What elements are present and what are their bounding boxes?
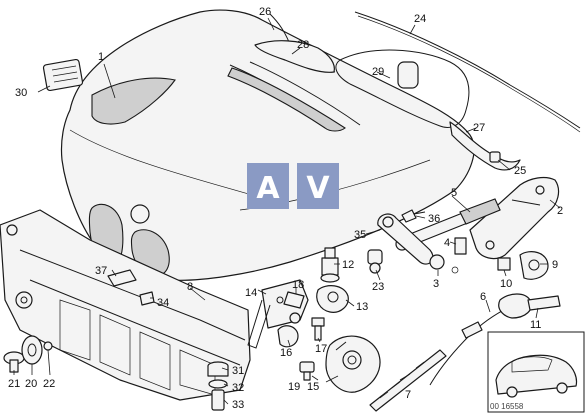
reference-code: 00 16558 <box>490 402 524 411</box>
spacer-10 <box>497 257 511 271</box>
callout-31: 31 <box>232 365 244 377</box>
callout-10: 10 <box>500 278 512 290</box>
cable-sleeve-6 <box>461 321 483 339</box>
cap-3 <box>429 254 445 270</box>
clip-29 <box>397 61 419 89</box>
hinge-2 <box>469 176 560 260</box>
callout-3: 3 <box>433 278 439 290</box>
callout-20: 20 <box>25 378 37 390</box>
callout-29: 29 <box>372 66 384 78</box>
clip-16 <box>277 325 299 348</box>
seal-strip-24 <box>354 11 581 129</box>
nut-3b <box>451 266 459 274</box>
callout-8: 8 <box>187 281 193 293</box>
callout-2: 2 <box>557 205 563 217</box>
lever-11 <box>527 295 561 311</box>
callout-22: 22 <box>43 378 55 390</box>
callout-16: 16 <box>280 347 292 359</box>
callout-26: 26 <box>259 6 271 18</box>
clip-25 <box>489 151 501 163</box>
callout-32: 32 <box>232 382 244 394</box>
watermark: A V <box>247 163 339 209</box>
callout-12: 12 <box>342 259 354 271</box>
rod-33 <box>211 389 225 411</box>
callout-17: 17 <box>315 343 327 355</box>
callout-13: 13 <box>356 301 368 313</box>
callout-18: 18 <box>292 279 304 291</box>
callout-labels: 1 2 3 4 5 6 7 8 9 10 11 12 13 14 15 16 1… <box>8 6 563 411</box>
rod-7 <box>369 349 447 412</box>
callout-35: 35 <box>354 229 366 241</box>
pad-30-ribs <box>51 65 79 83</box>
pad-30 <box>42 58 84 92</box>
hook-9 <box>519 251 549 280</box>
callout-27: 27 <box>473 122 485 134</box>
latch-15 <box>325 335 381 393</box>
bolt-36 <box>401 209 426 223</box>
ring-32 <box>208 379 228 389</box>
callout-7: 7 <box>405 389 411 401</box>
seal-strip-24-inner <box>357 15 581 133</box>
nut-22 <box>43 341 53 351</box>
rod-7-marks <box>379 361 425 399</box>
bolt-21 <box>3 351 25 373</box>
callout-11: 11 <box>530 319 541 331</box>
callout-33: 33 <box>232 399 244 411</box>
watermark-letter-a: A <box>256 171 280 206</box>
buffer-34 <box>139 291 155 306</box>
callout-21: 21 <box>8 378 20 390</box>
screw-19 <box>299 361 315 381</box>
arm-18 <box>283 291 305 309</box>
callout-14: 14 <box>245 287 257 299</box>
callout-37: 37 <box>95 265 107 277</box>
callout-4: 4 <box>444 237 450 249</box>
callout-5: 5 <box>451 187 457 199</box>
vehicle-thumbnail: 00 16558 <box>487 331 585 413</box>
buffer-12 <box>320 247 340 283</box>
callout-25: 25 <box>514 165 526 177</box>
pin-4 <box>454 237 467 255</box>
bracket-13-hole <box>327 291 339 303</box>
bolt-17 <box>311 317 325 341</box>
seal-29 <box>335 49 470 128</box>
callout-15: 15 <box>307 381 319 393</box>
callout-24: 24 <box>414 13 426 25</box>
bracket-13 <box>316 285 349 313</box>
stop-23 <box>367 249 383 274</box>
callout-19: 19 <box>288 381 300 393</box>
callout-1: 1 <box>98 51 104 63</box>
seal-27 <box>449 121 521 171</box>
clip-37 <box>107 269 137 287</box>
link-35 <box>377 213 434 265</box>
callout-23: 23 <box>372 281 384 293</box>
callout-34: 34 <box>157 297 169 309</box>
mount-20 <box>21 335 43 365</box>
cable-end-6 <box>498 293 532 319</box>
seal-28 <box>254 40 335 73</box>
watermark-letter-v: V <box>306 171 330 206</box>
callout-36: 36 <box>428 213 440 225</box>
callout-28: 28 <box>297 39 309 51</box>
leader-lines <box>13 17 561 405</box>
callout-30: 30 <box>15 87 27 99</box>
front-panel <box>0 209 251 401</box>
callout-9: 9 <box>552 259 558 271</box>
callout-6: 6 <box>480 291 486 303</box>
